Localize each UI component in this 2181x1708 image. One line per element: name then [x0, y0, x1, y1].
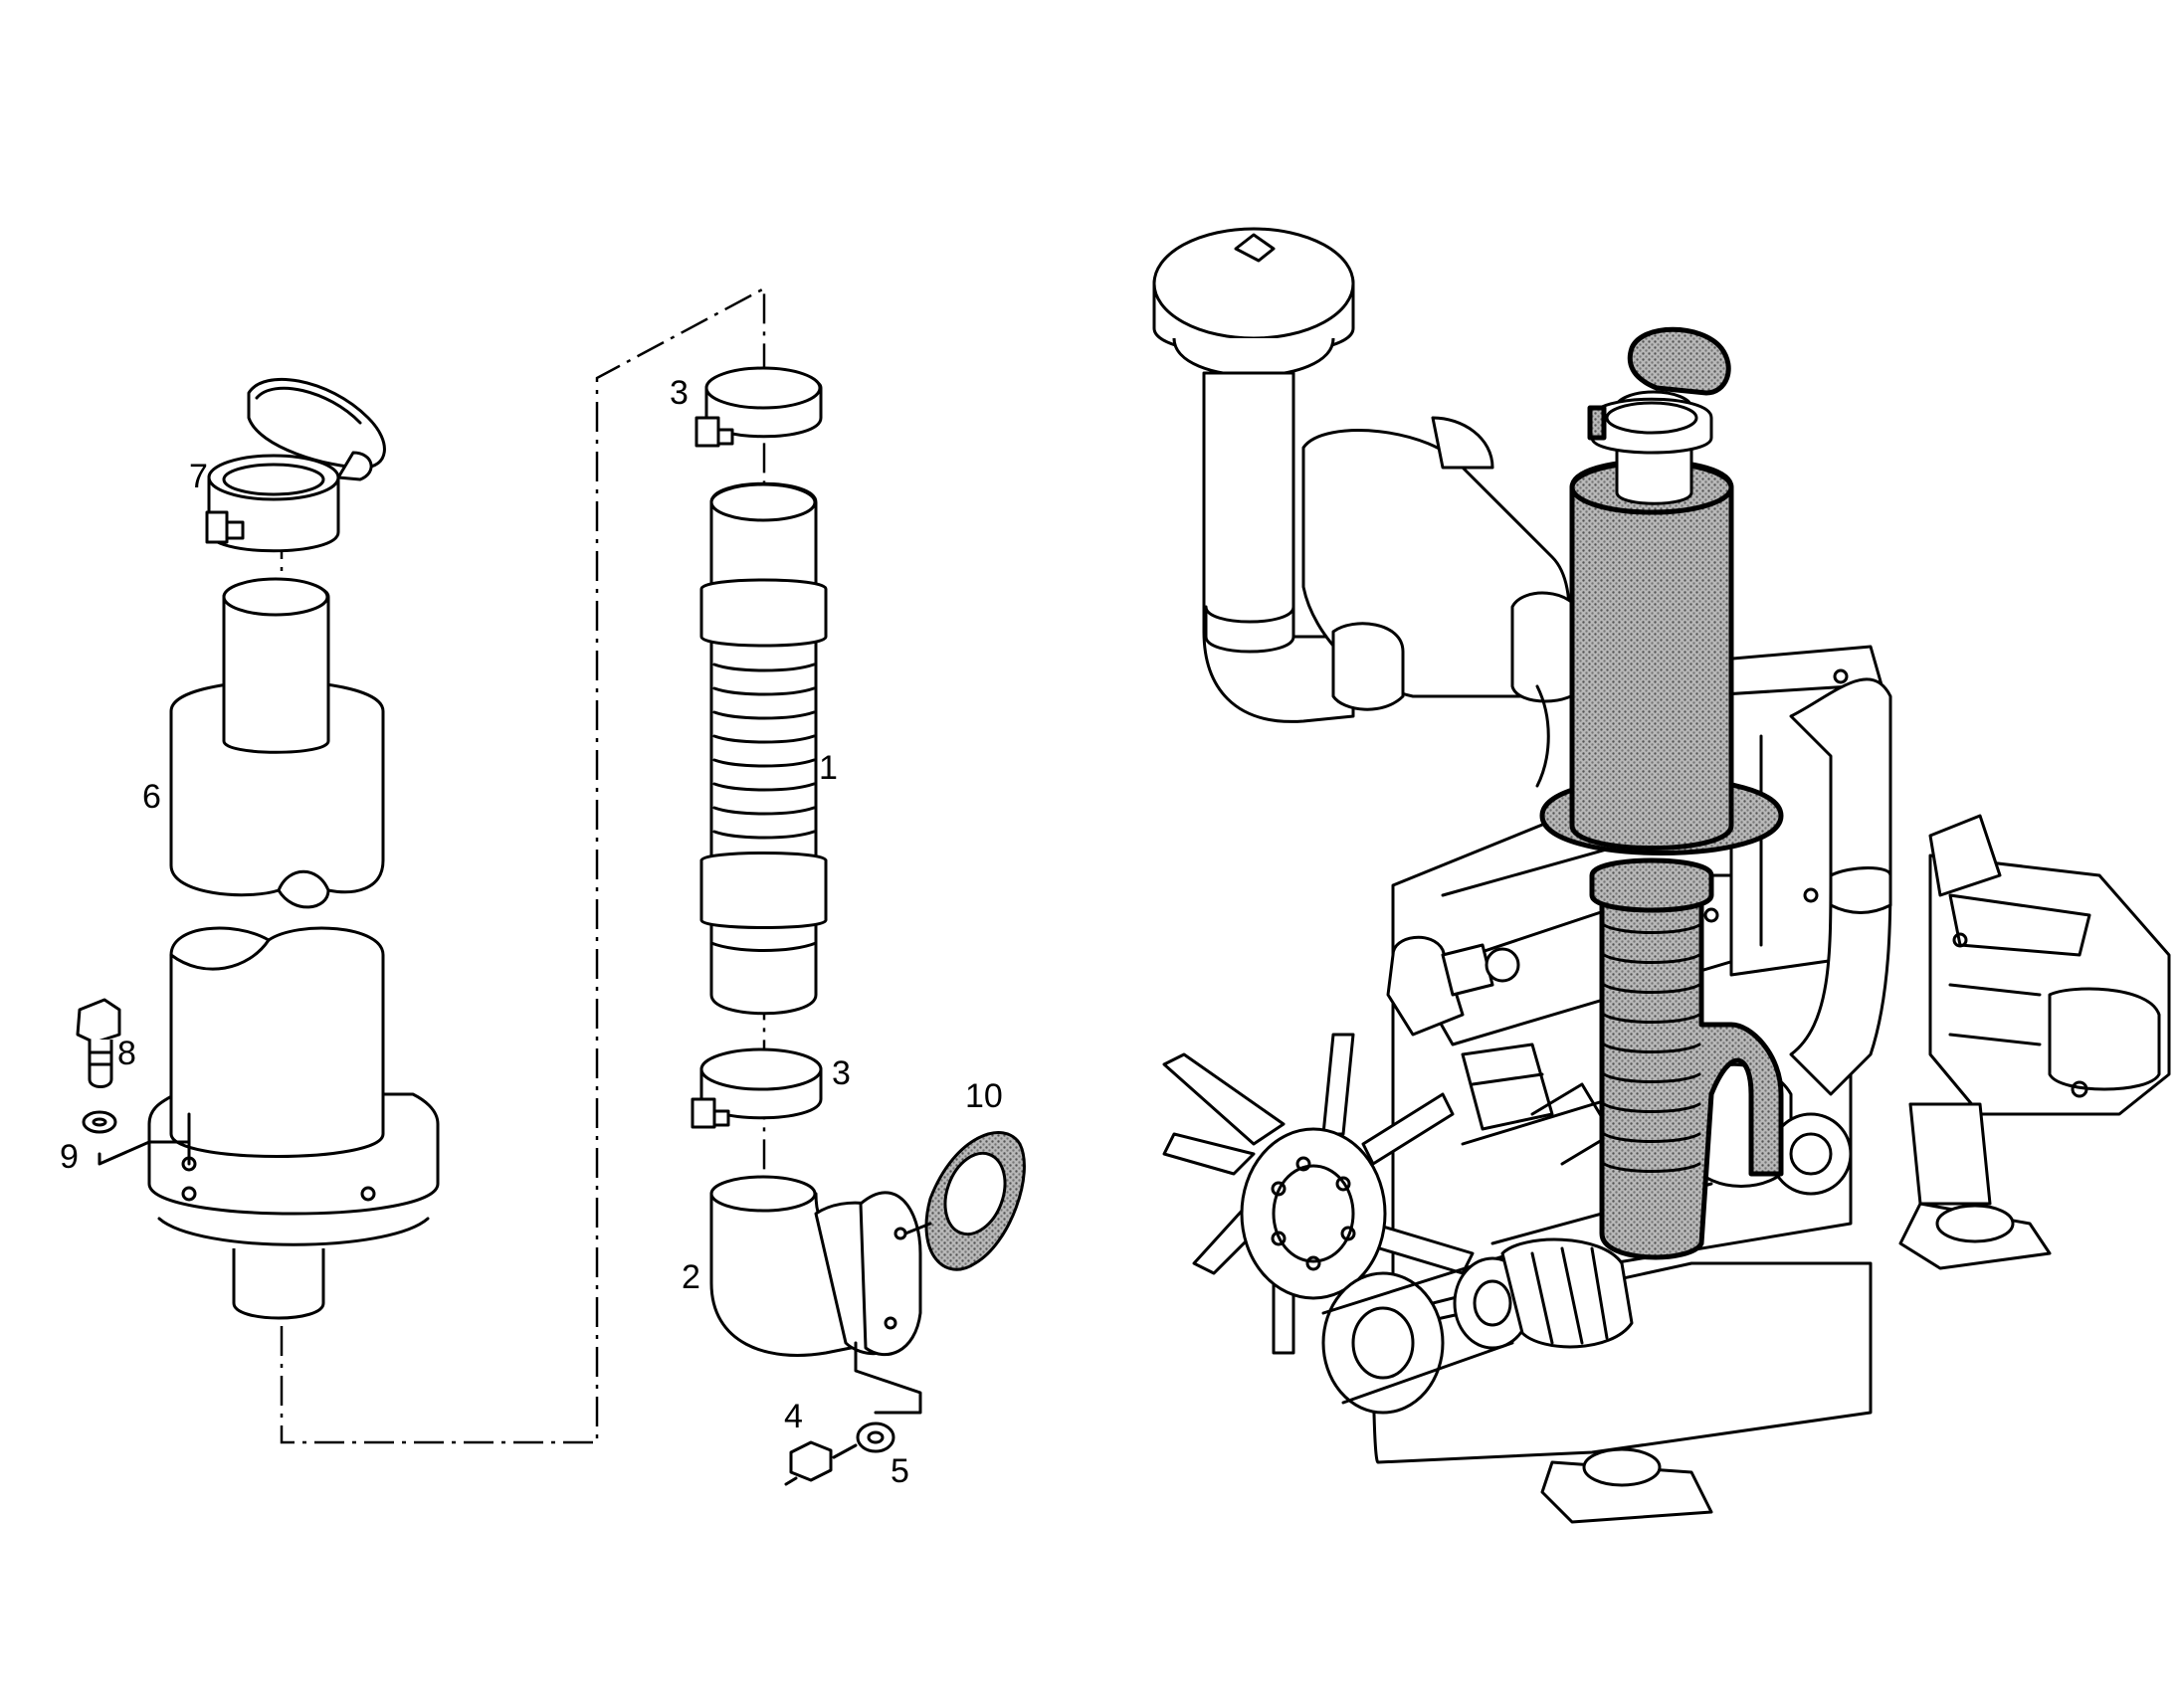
bolt-part-8: [76, 998, 121, 1088]
gasket-part-10: [903, 1131, 1026, 1271]
lock-washer-part-5: [856, 1422, 895, 1453]
callout-10: 10: [965, 1077, 1003, 1115]
clamp-part-3-top: [694, 366, 823, 448]
cooling-fan: [1162, 1033, 1475, 1355]
assembly-line: [280, 285, 766, 1444]
silencer-upper-part-6: [169, 577, 385, 909]
installed-silencer-highlight: [1539, 326, 1784, 1260]
callout-6: 6: [142, 778, 161, 816]
callout-9: 9: [60, 1138, 79, 1176]
washer-part-9: [82, 1110, 191, 1166]
elbow-part-2: [709, 1175, 922, 1415]
callout-3-top: 3: [670, 374, 689, 412]
engine-installation-view: [1152, 227, 2171, 1524]
callout-labels: 1 2 3 3 4 5 6 7 8 9 10: [60, 374, 1003, 1490]
callout-7: 7: [189, 458, 208, 495]
callout-2: 2: [682, 1258, 700, 1296]
air-filter: [1152, 227, 1584, 788]
exhaust-connection-parts: [691, 366, 1026, 1486]
engine-mounts: [1540, 1102, 2052, 1524]
callout-8: 8: [117, 1035, 136, 1072]
callout-1: 1: [819, 749, 838, 787]
clamp-part-3-bottom: [691, 1047, 823, 1129]
callout-3-bottom: 3: [832, 1054, 851, 1092]
nut-part-4: [784, 1440, 858, 1486]
flex-pipe-part-1: [699, 481, 828, 1016]
silencer-lower-body: [147, 926, 440, 1320]
callout-5: 5: [891, 1452, 909, 1490]
callout-4: 4: [784, 1398, 803, 1435]
rain-cap-part-7: [205, 377, 386, 553]
silencer-assembly: [76, 285, 766, 1444]
hydraulic-pump: [1928, 814, 2171, 1116]
belt-drive: [1321, 1237, 1634, 1415]
